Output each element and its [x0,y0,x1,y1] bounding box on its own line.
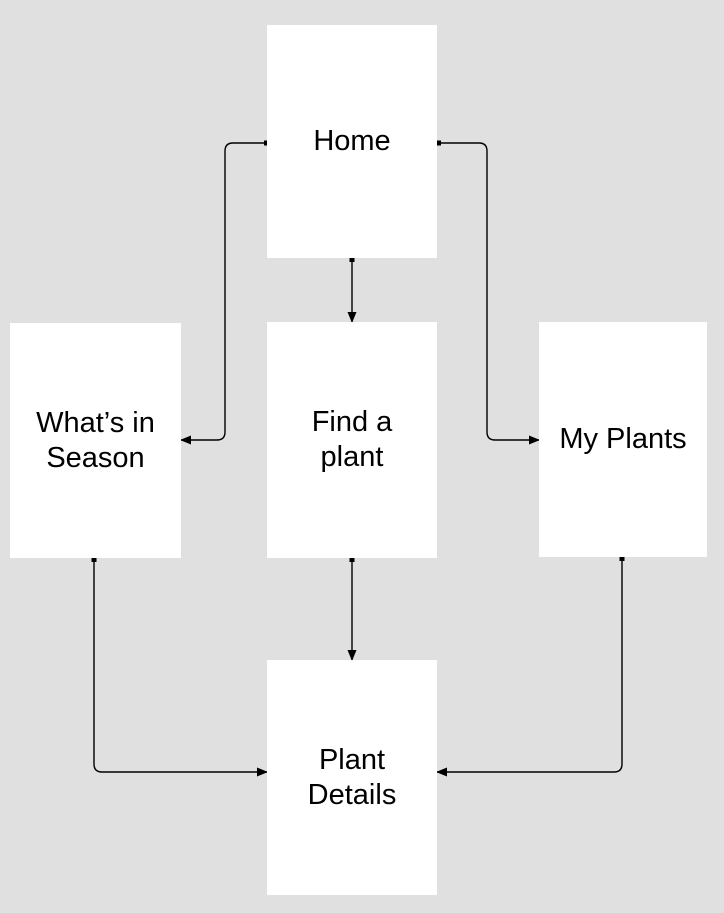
node-home[interactable]: Home [267,25,437,258]
node-plant-details[interactable]: Plant Details [267,660,437,895]
node-find-a-plant-label: Find a plant [311,406,393,473]
edge-home-to-my-plants [436,140,540,445]
node-my-plants-label: My Plants [559,423,687,456]
node-home-label: Home [313,125,391,158]
edge-home-to-whats-in-season [180,140,269,445]
node-plant-details-label: Plant Details [307,743,397,811]
edge-my-plants-to-plant-details [436,556,625,777]
node-whats-in-season[interactable]: What’s in Season [10,323,181,558]
edge-whats-in-season-to-plant-details [91,557,268,777]
node-my-plants[interactable]: My Plants [539,322,707,557]
node-find-a-plant[interactable]: Find a plant [267,322,437,558]
node-whats-in-season-label: What’s in Season [36,406,155,474]
